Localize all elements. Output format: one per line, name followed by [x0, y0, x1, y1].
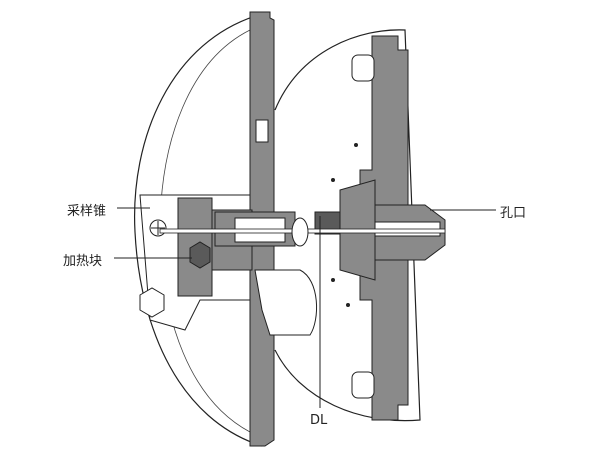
heater-hex — [189, 241, 211, 269]
label-sampler-cone: 采样锥 — [67, 204, 107, 219]
lower-bracket — [254, 269, 318, 336]
right-bolt-top — [351, 54, 375, 82]
right-bolt-bottom — [351, 371, 375, 399]
label-orifice: 孔口 — [500, 206, 527, 221]
label-dl: DL — [310, 413, 328, 428]
plate-slot — [255, 119, 269, 143]
hex-socket — [139, 287, 165, 318]
label-heating-block: 加热块 — [63, 254, 103, 269]
